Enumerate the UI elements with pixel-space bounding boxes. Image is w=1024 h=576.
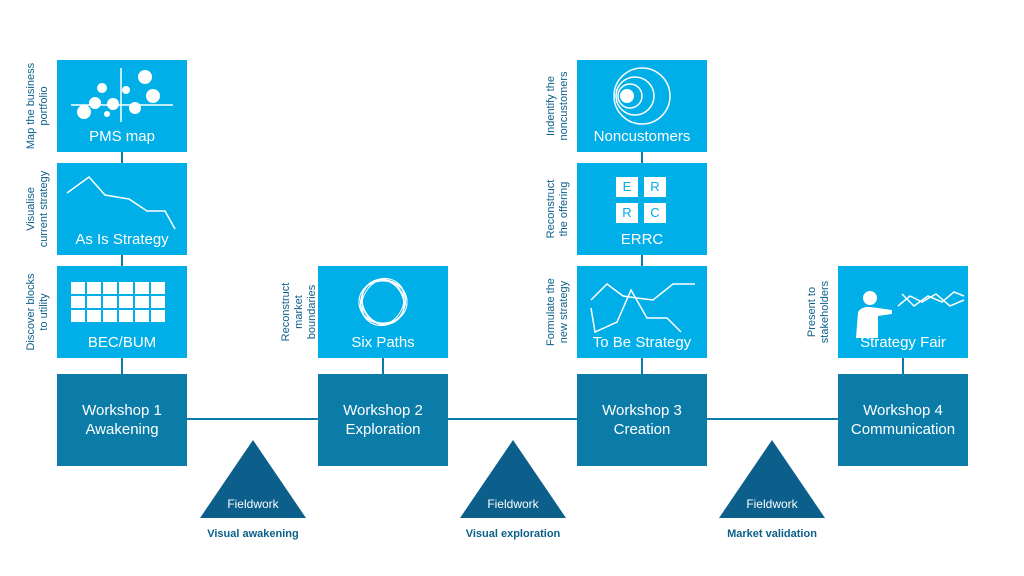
workshop-subtitle: Awakening — [85, 421, 159, 438]
fieldwork-triangle — [460, 440, 566, 518]
tool-bec-bum: BEC/BUM — [57, 266, 187, 358]
tool-label: Strategy Fair — [860, 334, 946, 351]
workshop-connector-line — [186, 418, 838, 420]
vertical-connector — [121, 152, 123, 374]
fieldwork-label: Fieldwork — [487, 497, 539, 511]
tool-noncustomers: Noncustomers — [577, 60, 707, 152]
vertical-connector — [902, 358, 904, 374]
workshop-2: Workshop 2 Exploration — [318, 374, 448, 466]
tool-label: Noncustomers — [593, 128, 691, 145]
tool-to-be-strategy: To Be Strategy — [577, 266, 707, 358]
tool-label: ERRC — [620, 231, 664, 248]
phase-label: Visual exploration — [465, 528, 561, 540]
tool-as-is-strategy: As Is Strategy — [57, 163, 187, 255]
errc-cell: R — [644, 177, 666, 197]
spiral-rings-icon — [358, 277, 408, 327]
vertical-connector — [641, 152, 643, 374]
crossing-lines-icon — [590, 283, 695, 334]
phase-label: Visual awakening — [207, 528, 299, 540]
errc-cell: R — [616, 203, 638, 223]
bubble-chart-icon — [71, 68, 173, 122]
fieldwork-triangle — [719, 440, 825, 518]
errc-cell: E — [616, 177, 638, 197]
phase-label: Market validation — [727, 528, 817, 540]
workshop-1: Workshop 1 Awakening — [57, 374, 187, 466]
workshop-3: Workshop 3 Creation — [577, 374, 707, 466]
concentric-circles-icon — [613, 67, 671, 125]
errc-cell: C — [644, 203, 666, 223]
workshop-subtitle: Creation — [613, 421, 671, 438]
tool-pms-map: PMS map — [57, 60, 187, 152]
workshop-4: Workshop 4 Communication — [838, 374, 968, 466]
tool-label: Six Paths — [351, 334, 415, 351]
workshop-title: Workshop 3 — [602, 402, 682, 419]
fieldwork-label: Fieldwork — [746, 497, 798, 511]
workshop-title: Workshop 2 — [343, 402, 423, 419]
grid-icon — [71, 282, 165, 322]
workshop-subtitle: Communication — [850, 421, 956, 438]
fieldwork-triangle — [200, 440, 306, 518]
tool-six-paths: Six Paths — [318, 266, 448, 358]
workshop-title: Workshop 4 — [863, 402, 943, 419]
fieldwork-label: Fieldwork — [227, 497, 279, 511]
tool-label: PMS map — [89, 128, 155, 145]
tool-label: BEC/BUM — [87, 334, 157, 351]
vertical-connector — [382, 358, 384, 374]
tool-strategy-fair: Strategy Fair — [838, 266, 968, 358]
line-chart-icon — [66, 175, 176, 230]
tool-label: To Be Strategy — [592, 334, 692, 351]
workshop-subtitle: Exploration — [345, 421, 421, 438]
tool-errc: E R R C ERRC — [577, 163, 707, 255]
tool-label: As Is Strategy — [75, 231, 169, 248]
workshop-title: Workshop 1 — [82, 402, 162, 419]
presenter-icon — [856, 291, 965, 338]
